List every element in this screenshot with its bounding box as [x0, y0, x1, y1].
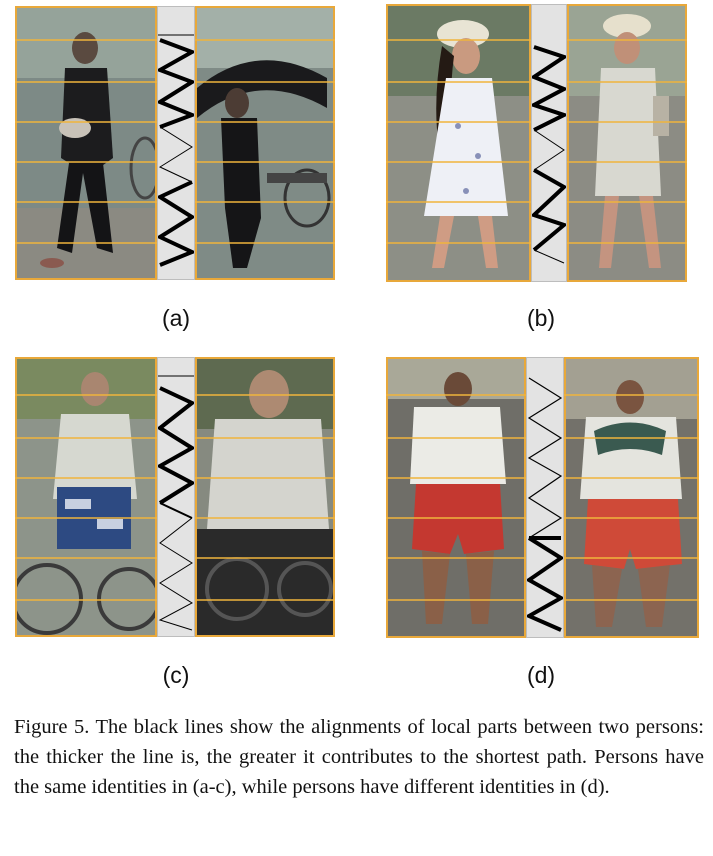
panel-a-alignment-strip	[157, 6, 195, 280]
panel-a-right-photo	[195, 6, 335, 280]
panel-a-label: (a)	[161, 305, 191, 331]
panel-c-left-photo	[15, 357, 157, 637]
panel-c-label: (c)	[162, 662, 190, 688]
panel-d-alignment-strip	[526, 357, 564, 638]
panel-c-right-photo	[195, 357, 335, 637]
panel-b-right-photo	[567, 4, 687, 282]
panel-b-left-photo	[386, 4, 531, 282]
panel-b-alignment-strip	[531, 4, 567, 282]
panel-d-label: (d)	[526, 662, 556, 688]
panel-a-left-photo	[15, 6, 157, 280]
panel-b-label: (b)	[526, 305, 556, 331]
panel-d-right-photo	[564, 357, 699, 638]
panel-c-alignment-strip	[157, 357, 195, 637]
panel-d-left-photo	[386, 357, 526, 638]
figure-caption: Figure 5. The black lines show the align…	[14, 716, 704, 798]
